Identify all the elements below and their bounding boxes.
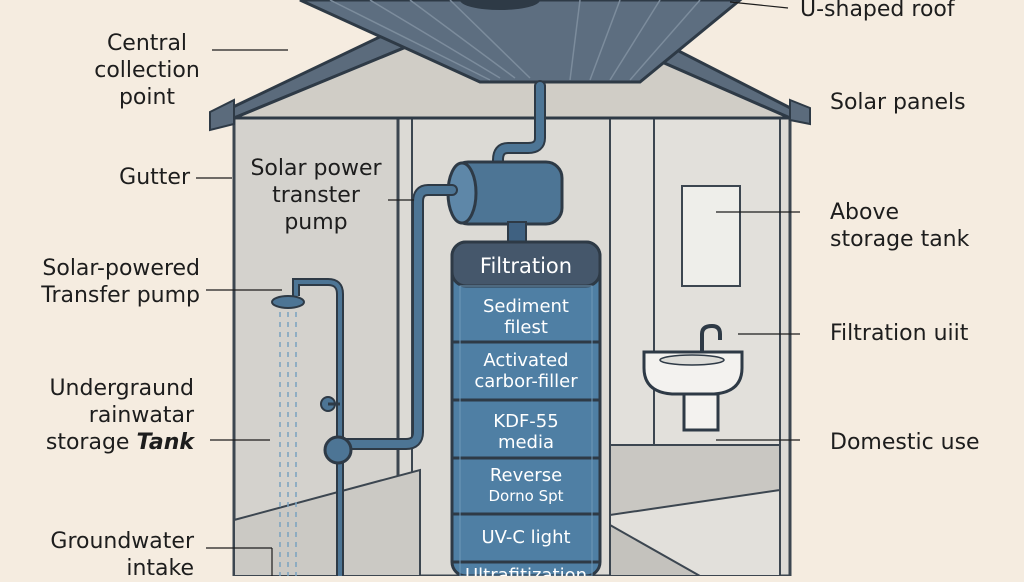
leader-lines [196, 1, 800, 549]
roof-eave-right [789, 98, 811, 126]
filter-dividers [452, 340, 600, 564]
label-filtration-unit: Filtration uiit [830, 321, 969, 346]
valve [323, 435, 353, 465]
downpipe-inner [494, 82, 544, 176]
filter-inner-border [459, 285, 593, 576]
floor-lower-right [609, 523, 703, 576]
filtration-title: Filtration [479, 254, 573, 278]
label-u-shaped-roof: U-shaped roof [800, 0, 955, 22]
label-solar-power-transfer-pump: Solar power transter pump [250, 156, 382, 235]
label-groundwater-intake: Groundwater intake [50, 529, 194, 581]
filter-stage-uv: UV-C light [481, 527, 571, 548]
floor-lower [233, 468, 421, 576]
floor-shelf [609, 444, 781, 517]
label-solar-panels: Solar panels [830, 90, 966, 115]
central-collection-point [460, 0, 540, 10]
label-solar-powered-transfer-pump: Solar-powered Transfer pump [41, 256, 200, 308]
pump-stand [507, 221, 527, 243]
label-above-storage-tank: Above storage tank [830, 200, 970, 252]
label-domestic-use: Domestic use [830, 430, 980, 455]
sink-pedestal [682, 392, 720, 432]
water-spray [279, 312, 297, 576]
roof-eave [209, 98, 235, 132]
showerhead [271, 295, 305, 309]
riser-pipe-inner [294, 280, 342, 576]
label-underground-storage-tank: Undergraund rainwatar storage Tank [45, 376, 194, 455]
sink-bowl [659, 354, 725, 366]
roof-lines [329, 0, 701, 81]
faucet [700, 323, 722, 352]
above-storage-tank [681, 185, 741, 287]
roof-collector [299, 0, 743, 84]
label-gutter: Gutter [119, 165, 190, 190]
label-central-collection-point: Central collection point [94, 31, 200, 110]
filtration-column [450, 240, 602, 576]
supply-pipe-inner [336, 186, 456, 448]
filter-stage-ultrafiltration: Ultrafitization [464, 565, 588, 576]
